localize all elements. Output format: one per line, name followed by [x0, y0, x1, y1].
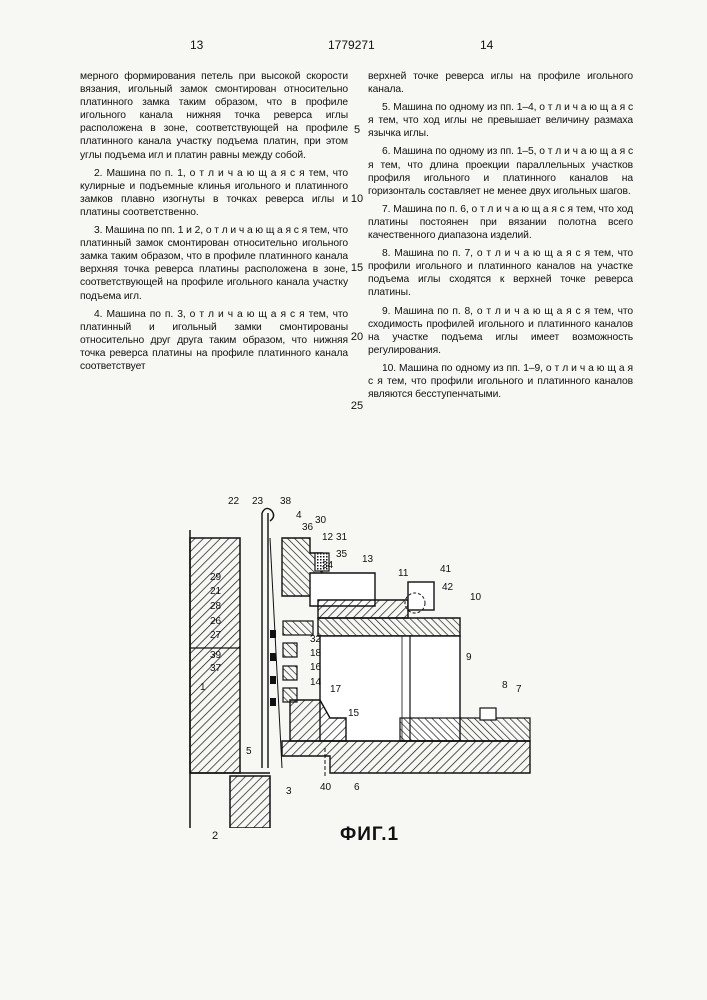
figure-label: 37 — [210, 663, 222, 674]
paragraph: мерного формирования петель при высокой … — [80, 70, 348, 162]
paragraph: 2. Машина по п. 1, о т л и ч а ю щ а я с… — [80, 167, 348, 219]
needle-channel — [262, 508, 282, 768]
figure-label: 16 — [310, 662, 322, 673]
figure-label: 27 — [210, 630, 222, 641]
figure-caption: ФИГ.1 — [340, 824, 399, 846]
figure-label: 35 — [336, 549, 348, 560]
lower-block — [230, 776, 270, 828]
line-number: 25 — [348, 400, 366, 412]
figure-label: 38 — [280, 496, 292, 507]
figure-label: 2 — [212, 830, 218, 842]
figure-label: 30 — [315, 515, 327, 526]
figure-label: 9 — [466, 652, 472, 663]
page-number-left: 13 — [190, 38, 203, 52]
line-number: 5 — [348, 124, 366, 136]
figure-label: 42 — [442, 582, 454, 593]
paragraph: 3. Машина по пп. 1 и 2, о т л и ч а ю щ … — [80, 224, 348, 303]
figure-label: 14 — [310, 677, 322, 688]
patent-number: 1779271 — [328, 38, 375, 52]
figure-label: 18 — [310, 648, 322, 659]
line-number: 10 — [348, 193, 366, 205]
figure-label: 3 — [286, 786, 292, 797]
figure-label: 40 — [320, 782, 332, 793]
figure-label: 31 — [336, 532, 348, 543]
figure-label: 13 — [362, 554, 374, 565]
machine-cross-section-drawing: 22 23 38 4 30 36 12 31 35 13 34 11 41 42… — [170, 478, 550, 828]
figure-label: 17 — [330, 684, 342, 695]
figure-label: 22 — [228, 496, 240, 507]
sinker-cam — [282, 538, 375, 606]
line-number: 15 — [348, 262, 366, 274]
paragraph: 10. Машина по одному из пп. 1–9, о т л и… — [368, 362, 633, 401]
figure-label: 26 — [210, 616, 222, 627]
figure-label: 23 — [252, 496, 264, 507]
left-text-column: мерного формирования петель при высокой … — [80, 70, 348, 378]
figure-label: 28 — [210, 601, 222, 612]
paragraph: верхней точке реверса иглы на профиле иг… — [368, 70, 633, 96]
paragraph: 4. Машина по п. 3, о т л и ч а ю щ а я с… — [80, 308, 348, 373]
figure-label: 41 — [440, 564, 452, 575]
paragraph: 7. Машина по п. 6, о т л и ч а ю щ а я с… — [368, 203, 633, 242]
right-text-column: верхней точке реверса иглы на профиле иг… — [368, 70, 633, 406]
figure-label: 6 — [354, 782, 360, 793]
page-number-right: 14 — [480, 38, 493, 52]
figure-label: 10 — [470, 592, 482, 603]
paragraph: 5. Машина по одному из пп. 1–4, о т л и … — [368, 101, 633, 140]
figure-label: 34 — [322, 560, 334, 571]
figure-label: 1 — [200, 682, 206, 693]
line-number: 20 — [348, 331, 366, 343]
figure-label: 36 — [302, 522, 314, 533]
figure-label: 21 — [210, 586, 222, 597]
figure-label: 15 — [348, 708, 360, 719]
figure-label: 4 — [296, 510, 302, 521]
figure-label: 32 — [310, 634, 322, 645]
paragraph: 6. Машина по одному из пп. 1–5, о т л и … — [368, 145, 633, 197]
figure-label: 39 — [210, 650, 222, 661]
figure-label: 7 — [516, 684, 522, 695]
figure-label: 29 — [210, 572, 222, 583]
paragraph: 9. Машина по п. 8, о т л и ч а ю щ а я с… — [368, 305, 633, 357]
figure-label: 5 — [246, 746, 252, 757]
paragraph: 8. Машина по п. 7, о т л и ч а ю щ а я с… — [368, 247, 633, 299]
figure-label: 11 — [398, 568, 409, 579]
figure-label: 8 — [502, 680, 508, 691]
figure-label: 12 — [322, 532, 334, 543]
